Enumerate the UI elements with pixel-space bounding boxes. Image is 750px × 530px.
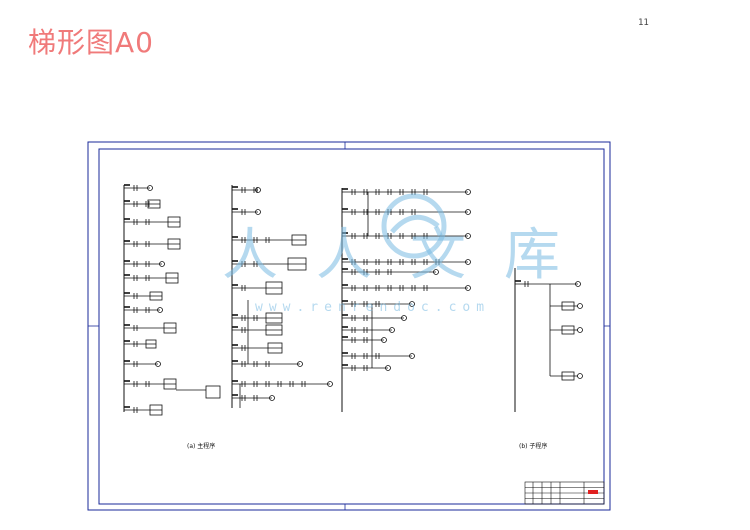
coil — [297, 361, 303, 367]
function-block — [265, 324, 283, 336]
function-block — [291, 234, 307, 246]
coil — [385, 365, 391, 371]
coil — [401, 315, 407, 321]
function-block — [149, 291, 163, 301]
function-block — [163, 322, 177, 334]
coil — [327, 381, 333, 387]
caption-subroutine: (b) 子程序 — [519, 442, 547, 450]
function-block — [147, 199, 161, 209]
coil — [389, 327, 395, 333]
coil — [157, 307, 163, 313]
function-block — [149, 404, 163, 416]
red-stamp — [588, 490, 598, 494]
coil — [381, 337, 387, 343]
function-block — [167, 238, 181, 250]
coil — [255, 209, 261, 215]
function-block — [561, 301, 575, 311]
coil — [577, 373, 583, 379]
coil — [409, 301, 415, 307]
power-rails — [123, 185, 516, 412]
coil — [255, 187, 261, 193]
coil — [465, 259, 471, 265]
drawing-frame — [87, 141, 611, 511]
title-block — [524, 481, 605, 505]
coil — [269, 395, 275, 401]
coil — [147, 185, 153, 191]
function-block — [265, 281, 283, 295]
coil — [155, 361, 161, 367]
function-block — [145, 339, 157, 349]
function-block — [163, 378, 177, 390]
coil — [465, 189, 471, 195]
coil — [577, 327, 583, 333]
coil — [159, 261, 165, 267]
function-block — [561, 325, 575, 335]
function-block — [267, 342, 283, 354]
ladder-rungs — [124, 184, 583, 416]
caption-main-program: (a) 主程序 — [187, 442, 215, 450]
coil — [465, 209, 471, 215]
watermark-logo — [381, 193, 447, 259]
function-block — [561, 371, 575, 381]
coil — [575, 281, 581, 287]
function-block — [287, 257, 307, 271]
function-block — [205, 385, 221, 399]
function-block — [167, 216, 181, 228]
coil — [409, 353, 415, 359]
function-block — [165, 272, 179, 284]
coil — [465, 285, 471, 291]
coil — [465, 233, 471, 239]
page-number: 11 — [638, 18, 649, 28]
function-block — [265, 312, 283, 324]
slide-title: 梯形图A0 — [28, 26, 154, 59]
coil — [433, 269, 439, 275]
coil — [577, 303, 583, 309]
